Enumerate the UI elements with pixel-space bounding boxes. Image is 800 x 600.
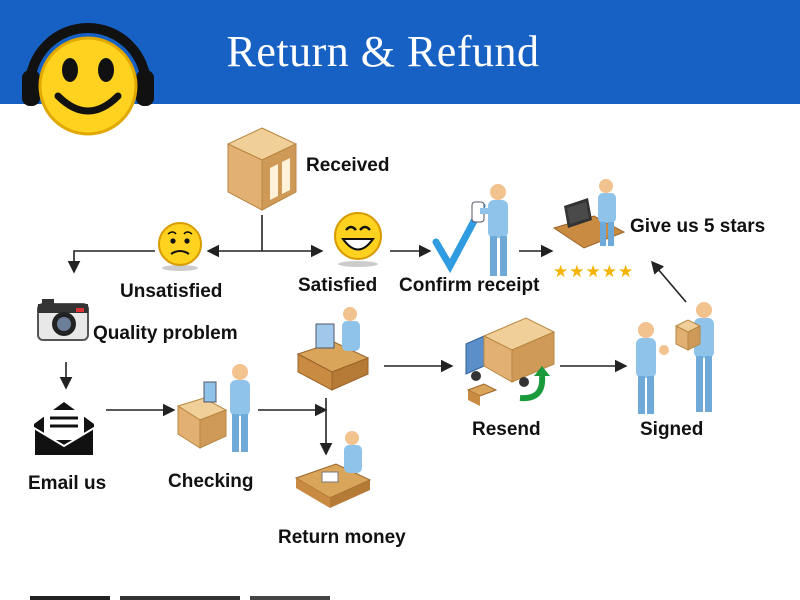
label-checking: Checking — [168, 471, 254, 492]
person-computer-icon — [552, 179, 626, 249]
person-checkmark-icon — [432, 184, 508, 276]
page-title: Return & Refund — [226, 27, 540, 76]
person-refund-desk-icon — [294, 431, 372, 508]
label-unsatisfied: Unsatisfied — [120, 281, 223, 302]
delivery-truck-icon — [465, 317, 556, 406]
label-email-us: Email us — [28, 473, 107, 494]
label-received: Received — [306, 155, 390, 176]
unsatisfied-face-icon — [158, 222, 202, 271]
people-delivery-signed-icon — [636, 302, 714, 414]
rating-stars: ★★★★★ — [553, 262, 635, 282]
label-quality-problem: Quality problem — [93, 323, 238, 344]
footer-strip — [30, 596, 330, 600]
label-give-us-5-stars: Give us 5 stars — [630, 216, 766, 237]
satisfied-face-icon — [334, 212, 382, 267]
package-box-icon — [226, 127, 298, 211]
label-signed: Signed — [640, 419, 704, 440]
email-envelope-icon — [33, 402, 95, 457]
label-confirm-receipt: Confirm receipt — [399, 275, 540, 296]
label-return-money: Return money — [278, 527, 406, 548]
person-packing-icon — [296, 307, 370, 391]
camera-icon — [37, 299, 89, 341]
smiley-headphones-icon — [22, 23, 154, 136]
label-resend: Resend — [472, 419, 541, 440]
label-satisfied: Satisfied — [298, 275, 378, 296]
person-checking-box-icon — [176, 364, 250, 452]
